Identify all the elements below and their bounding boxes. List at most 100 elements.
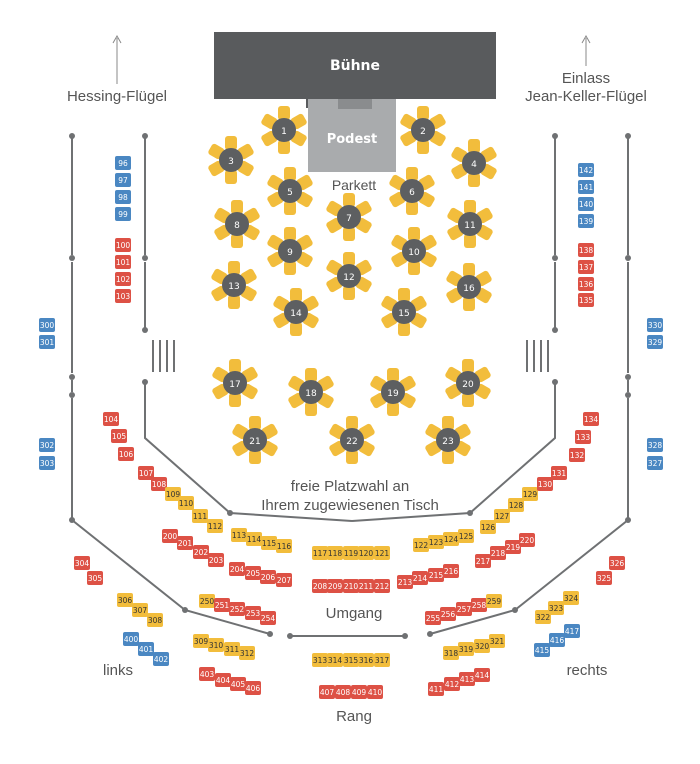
table[interactable]: 22 <box>328 416 376 464</box>
seat[interactable]: 140 <box>578 197 594 211</box>
seat[interactable]: 317 <box>374 653 390 667</box>
seat[interactable]: 252 <box>229 602 245 616</box>
table[interactable]: 6 <box>388 167 436 215</box>
seat[interactable]: 406 <box>245 681 261 695</box>
seat[interactable]: 109 <box>165 487 181 501</box>
seat[interactable]: 303 <box>39 456 55 470</box>
seat[interactable]: 102 <box>115 272 131 286</box>
seat[interactable]: 301 <box>39 335 55 349</box>
seat[interactable]: 250 <box>199 594 215 608</box>
seat[interactable]: 204 <box>229 562 245 576</box>
seat[interactable]: 305 <box>87 571 103 585</box>
seat[interactable]: 208 <box>312 579 328 593</box>
seat[interactable]: 97 <box>115 173 131 187</box>
seat[interactable]: 129 <box>522 487 538 501</box>
seat[interactable]: 259 <box>486 594 502 608</box>
seat[interactable]: 257 <box>456 602 472 616</box>
seat[interactable]: 126 <box>480 520 496 534</box>
seat[interactable]: 411 <box>428 682 444 696</box>
seat[interactable]: 100 <box>115 238 131 252</box>
table[interactable]: 1 <box>260 106 308 154</box>
seat[interactable]: 313 <box>312 653 328 667</box>
seat[interactable]: 408 <box>335 685 351 699</box>
seat[interactable]: 415 <box>534 643 550 657</box>
seat[interactable]: 119 <box>343 546 359 560</box>
seat[interactable]: 116 <box>276 539 292 553</box>
seat[interactable]: 120 <box>358 546 374 560</box>
seat[interactable]: 312 <box>239 646 255 660</box>
table[interactable]: 21 <box>231 416 279 464</box>
seat[interactable]: 212 <box>374 579 390 593</box>
seat[interactable]: 115 <box>261 536 277 550</box>
seat[interactable]: 307 <box>132 603 148 617</box>
seat[interactable]: 113 <box>231 528 247 542</box>
seat[interactable]: 255 <box>425 611 441 625</box>
seat[interactable]: 310 <box>208 638 224 652</box>
table[interactable]: 9 <box>266 227 314 275</box>
seat[interactable]: 414 <box>474 668 490 682</box>
seat[interactable]: 306 <box>117 593 133 607</box>
seat[interactable]: 141 <box>578 180 594 194</box>
table[interactable]: 19 <box>369 368 417 416</box>
seat[interactable]: 403 <box>199 667 215 681</box>
seat[interactable]: 400 <box>123 632 139 646</box>
seat[interactable]: 112 <box>207 519 223 533</box>
seat[interactable]: 121 <box>374 546 390 560</box>
table[interactable]: 20 <box>444 359 492 407</box>
table[interactable]: 14 <box>272 288 320 336</box>
seat[interactable]: 98 <box>115 190 131 204</box>
seat[interactable]: 330 <box>647 318 663 332</box>
seat[interactable]: 110 <box>178 496 194 510</box>
seat[interactable]: 405 <box>230 677 246 691</box>
seat[interactable]: 218 <box>490 546 506 560</box>
seat[interactable]: 404 <box>215 673 231 687</box>
seat[interactable]: 220 <box>519 533 535 547</box>
table[interactable]: 12 <box>325 252 373 300</box>
seat[interactable]: 325 <box>596 571 612 585</box>
seat[interactable]: 417 <box>564 624 580 638</box>
seat[interactable]: 409 <box>351 685 367 699</box>
table[interactable]: 2 <box>399 106 447 154</box>
seat[interactable]: 200 <box>162 529 178 543</box>
seat[interactable]: 96 <box>115 156 131 170</box>
seat[interactable]: 103 <box>115 289 131 303</box>
seat[interactable]: 101 <box>115 255 131 269</box>
seat[interactable]: 210 <box>343 579 359 593</box>
seat[interactable]: 137 <box>578 260 594 274</box>
seat[interactable]: 125 <box>458 529 474 543</box>
seat[interactable]: 412 <box>444 677 460 691</box>
seat[interactable]: 130 <box>537 477 553 491</box>
seat[interactable]: 124 <box>443 532 459 546</box>
table[interactable]: 15 <box>380 288 428 336</box>
seat[interactable]: 327 <box>647 456 663 470</box>
seat[interactable]: 209 <box>327 579 343 593</box>
seat[interactable]: 123 <box>428 535 444 549</box>
seat[interactable]: 258 <box>471 598 487 612</box>
seat[interactable]: 314 <box>327 653 343 667</box>
seat[interactable]: 132 <box>569 448 585 462</box>
seat[interactable]: 108 <box>151 477 167 491</box>
seat[interactable]: 106 <box>118 447 134 461</box>
seat[interactable]: 302 <box>39 438 55 452</box>
table[interactable]: 13 <box>210 261 258 309</box>
seat[interactable]: 216 <box>443 564 459 578</box>
seat[interactable]: 413 <box>459 672 475 686</box>
seat[interactable]: 416 <box>549 633 565 647</box>
seat[interactable]: 321 <box>489 634 505 648</box>
table[interactable]: 4 <box>450 139 498 187</box>
seat[interactable]: 326 <box>609 556 625 570</box>
seat[interactable]: 410 <box>367 685 383 699</box>
seat[interactable]: 300 <box>39 318 55 332</box>
seat[interactable]: 201 <box>177 536 193 550</box>
seat[interactable]: 142 <box>578 163 594 177</box>
seat[interactable]: 117 <box>312 546 328 560</box>
seat[interactable]: 206 <box>260 570 276 584</box>
table[interactable]: 11 <box>446 200 494 248</box>
seat[interactable]: 138 <box>578 243 594 257</box>
seat[interactable]: 135 <box>578 293 594 307</box>
table[interactable]: 16 <box>445 263 493 311</box>
seat[interactable]: 309 <box>193 634 209 648</box>
seat[interactable]: 328 <box>647 438 663 452</box>
table[interactable]: 7 <box>325 193 373 241</box>
table[interactable]: 3 <box>207 136 255 184</box>
